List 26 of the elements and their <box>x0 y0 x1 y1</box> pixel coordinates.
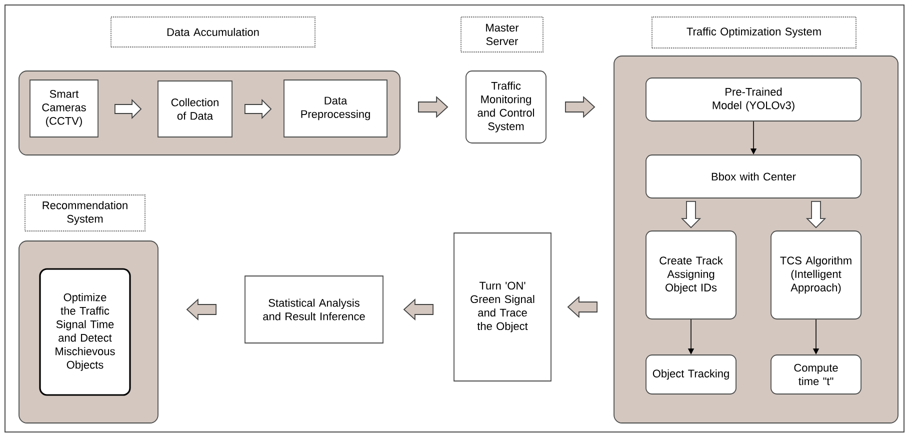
block-arrow <box>403 298 434 321</box>
process-box: Create Track Assigning Object IDs <box>646 230 736 320</box>
process-box: Turn 'ON' Green Signal and Trace the Object <box>454 232 552 382</box>
process-box: Collection of Data <box>158 80 232 138</box>
block-arrow <box>565 96 596 118</box>
block-arrow <box>806 201 826 228</box>
block-arrow <box>418 96 448 118</box>
process-box: Pre-Trained Model (YOLOv3) <box>646 78 862 122</box>
block-arrow <box>244 98 272 120</box>
process-box: Compute time "t" <box>770 354 862 394</box>
block-arrow <box>567 296 598 318</box>
block-arrow <box>114 98 142 120</box>
process-box: TCS Algorithm (Intelligent Approach) <box>770 230 862 320</box>
section-heading: Master Server <box>460 16 544 52</box>
process-box: Data Preprocessing <box>284 80 388 138</box>
process-box: Optimize the Traffic Signal Time and Detect Mischievous Objects <box>39 268 131 396</box>
process-box: Traffic Monitoring and Control System <box>466 70 546 144</box>
section-heading: Traffic Optimization System <box>652 16 856 48</box>
process-box: Bbox with Center <box>646 154 862 198</box>
process-box: Smart Cameras (CCTV) <box>30 80 98 138</box>
block-arrow <box>680 201 702 228</box>
process-box: Object Tracking <box>646 354 736 394</box>
section-heading: Data Accumulation <box>110 16 316 48</box>
process-box: Statistical Analysis and Result Inference <box>244 276 384 344</box>
block-arrow <box>186 298 216 321</box>
section-heading: Recommendation System <box>24 194 146 232</box>
